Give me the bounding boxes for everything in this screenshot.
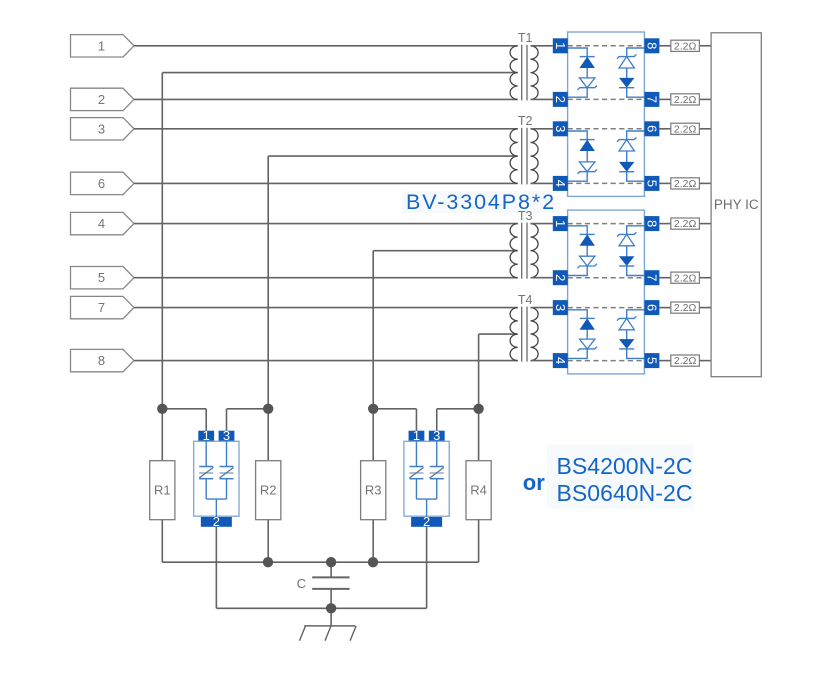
svg-text:1: 1 [413,428,420,443]
svg-text:4: 4 [553,180,568,187]
svg-text:3: 3 [433,428,440,443]
svg-text:8: 8 [644,220,659,227]
svg-text:6: 6 [98,176,105,191]
svg-text:5: 5 [644,180,659,187]
svg-text:2.2Ω: 2.2Ω [674,40,697,52]
svg-text:8: 8 [644,42,659,49]
svg-text:2.2Ω: 2.2Ω [674,355,697,367]
svg-text:T1: T1 [518,31,533,45]
svg-text:BS4200N-2C: BS4200N-2C [557,453,693,479]
svg-text:2: 2 [553,96,568,103]
svg-text:2.2Ω: 2.2Ω [674,272,697,284]
svg-text:2.2Ω: 2.2Ω [674,178,697,190]
svg-text:2: 2 [213,514,220,529]
svg-text:R2: R2 [260,483,277,498]
svg-text:1: 1 [553,42,568,49]
svg-text:2.2Ω: 2.2Ω [674,218,697,230]
svg-text:7: 7 [644,96,659,103]
svg-text:2: 2 [553,274,568,281]
svg-text:1: 1 [98,38,105,53]
svg-text:3: 3 [98,121,105,136]
svg-text:1: 1 [553,220,568,227]
svg-text:3: 3 [553,125,568,132]
svg-text:2: 2 [423,514,430,529]
svg-text:BS0640N-2C: BS0640N-2C [557,480,693,506]
svg-text:R1: R1 [154,483,171,498]
svg-text:8: 8 [98,353,105,368]
svg-text:PHY IC: PHY IC [714,197,759,212]
svg-text:7: 7 [644,274,659,281]
svg-text:BV-3304P8*2: BV-3304P8*2 [406,190,556,214]
svg-text:3: 3 [223,428,230,443]
svg-text:5: 5 [98,270,105,285]
svg-text:7: 7 [98,300,105,315]
svg-text:T4: T4 [518,293,533,307]
svg-text:C: C [297,576,306,591]
svg-text:T2: T2 [518,114,533,128]
svg-text:2.2Ω: 2.2Ω [674,123,697,135]
svg-text:2: 2 [98,92,105,107]
svg-text:6: 6 [644,304,659,311]
svg-text:6: 6 [644,125,659,132]
svg-text:4: 4 [98,216,105,231]
svg-text:1: 1 [203,428,210,443]
svg-text:4: 4 [553,357,568,364]
svg-text:2.2Ω: 2.2Ω [674,94,697,106]
svg-text:or: or [523,470,545,495]
svg-text:5: 5 [644,357,659,364]
svg-text:T3: T3 [518,209,533,223]
svg-text:3: 3 [553,304,568,311]
svg-text:R4: R4 [470,483,487,498]
svg-text:2.2Ω: 2.2Ω [674,302,697,314]
svg-text:R3: R3 [365,483,382,498]
